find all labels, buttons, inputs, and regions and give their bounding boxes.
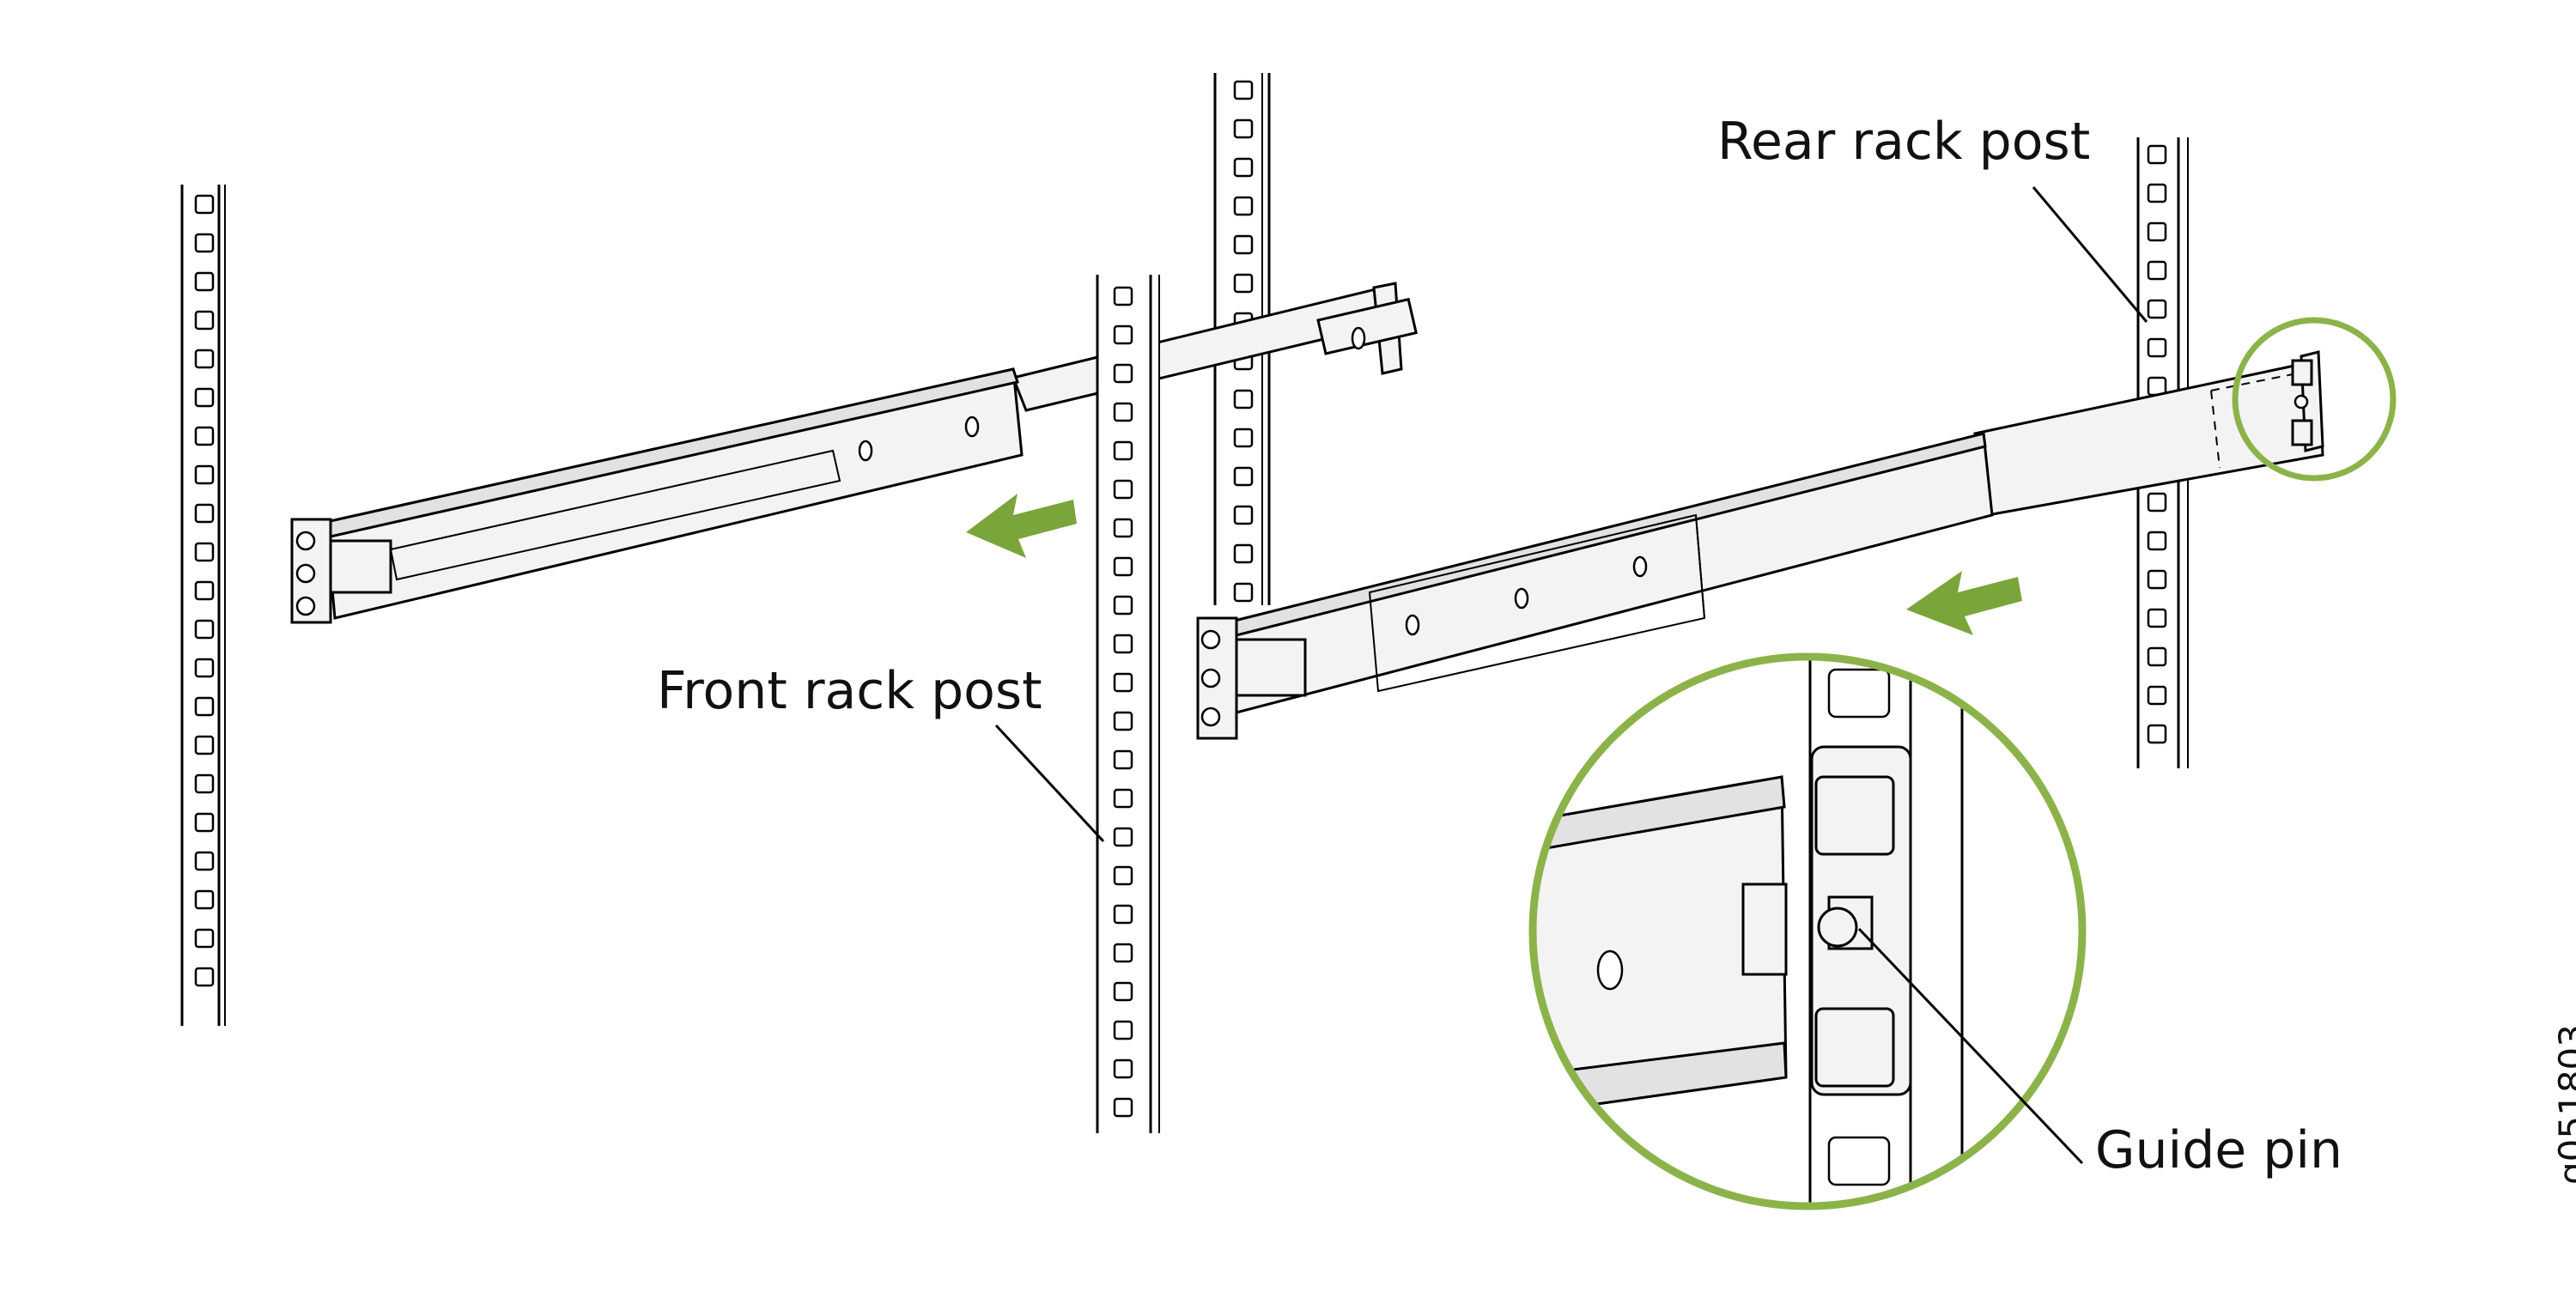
rack-post-hole bbox=[194, 580, 215, 601]
front-rack-post-label: Front rack post bbox=[657, 661, 1042, 721]
rack-post-hole bbox=[2147, 608, 2167, 628]
rack-post-hole bbox=[1113, 518, 1133, 538]
rack-post-hole bbox=[194, 194, 215, 215]
rack-post-hole bbox=[1233, 428, 1254, 448]
rack-post-hole bbox=[194, 889, 215, 910]
rack-post-hole bbox=[194, 233, 215, 253]
guide-pin-detail-view bbox=[1528, 652, 2087, 1210]
rack-post-hole bbox=[1233, 80, 1254, 100]
rack-post-hole bbox=[2147, 646, 2167, 667]
rack-post-hole bbox=[2147, 569, 2167, 590]
rack-post-hole bbox=[1113, 1058, 1133, 1079]
rack-post-hole bbox=[2147, 260, 2167, 281]
rack-post-hole bbox=[194, 426, 215, 446]
rack-post-hole bbox=[1233, 505, 1254, 525]
rack-post-hole bbox=[1113, 556, 1133, 577]
rack-post-hole bbox=[194, 503, 215, 524]
rack-post-hole bbox=[1233, 234, 1254, 255]
rack-post-hole bbox=[1113, 440, 1133, 461]
rack-post-hole bbox=[2147, 492, 2167, 513]
rack-post-hole bbox=[1113, 363, 1133, 384]
rear-rack-post-label: Rear rack post bbox=[1717, 112, 2091, 172]
rack-post-hole bbox=[194, 967, 215, 987]
rack-post-hole bbox=[1233, 582, 1254, 603]
rack-post-hole bbox=[1233, 118, 1254, 139]
rack-post-hole bbox=[1113, 827, 1133, 847]
rack-post-hole bbox=[1113, 672, 1133, 693]
guide-pin-label: Guide pin bbox=[2095, 1120, 2343, 1180]
rack-post-hole bbox=[194, 812, 215, 833]
rack-post-hole bbox=[194, 658, 215, 678]
rack-post-hole bbox=[2147, 724, 2167, 744]
rack-post-hole bbox=[194, 271, 215, 292]
rack-post-hole bbox=[2147, 183, 2167, 203]
rack-post-hole bbox=[2147, 144, 2167, 165]
rack-post-hole bbox=[194, 773, 215, 794]
rack-post-hole bbox=[1113, 865, 1133, 886]
rack-post-hole bbox=[1113, 981, 1133, 1002]
rack-post-hole bbox=[1113, 479, 1133, 500]
rack-post-hole bbox=[194, 349, 215, 369]
rack-post-hole bbox=[194, 542, 215, 562]
rack-post-hole bbox=[1233, 543, 1254, 564]
middle-front-rack-post bbox=[1096, 275, 1160, 1133]
rack-post-hole bbox=[1113, 711, 1133, 731]
rack-post-hole bbox=[194, 387, 215, 408]
rack-post-hole bbox=[194, 928, 215, 949]
rack-post-hole bbox=[2147, 685, 2167, 706]
rack-post-hole bbox=[1113, 634, 1133, 654]
rack-post-hole bbox=[1113, 1097, 1133, 1118]
rack-post-hole bbox=[194, 735, 215, 755]
rack-post-hole bbox=[1113, 904, 1133, 925]
rack-post-hole bbox=[2147, 531, 2167, 551]
slide-direction-arrow-left bbox=[966, 494, 1077, 558]
rack-post-hole bbox=[194, 464, 215, 485]
rack-post-hole bbox=[1113, 325, 1133, 345]
rack-post-hole bbox=[1113, 749, 1133, 770]
left-rail-assembly bbox=[290, 282, 1419, 624]
rack-post-hole bbox=[1233, 466, 1254, 487]
rack-post-hole bbox=[1233, 389, 1254, 409]
figure-id-label: g051803 bbox=[2551, 1024, 2576, 1185]
rack-post-hole bbox=[1233, 273, 1254, 294]
rack-post-hole bbox=[2147, 299, 2167, 319]
leader-line-rear-post bbox=[2032, 186, 2148, 323]
rack-post-hole bbox=[194, 696, 215, 717]
rack-post-hole bbox=[1113, 595, 1133, 616]
rack-post-hole bbox=[1113, 402, 1133, 422]
rack-post-hole bbox=[1113, 286, 1133, 306]
rack-post-hole bbox=[194, 851, 215, 871]
rack-post-hole bbox=[194, 310, 215, 331]
slide-direction-arrow-right bbox=[1906, 571, 2022, 635]
rack-post-hole bbox=[2147, 221, 2167, 242]
rack-post-hole bbox=[1113, 943, 1133, 963]
leader-line-guide-pin bbox=[1857, 927, 2084, 1165]
rack-post-hole bbox=[1113, 788, 1133, 809]
rack-post-hole bbox=[1233, 157, 1254, 178]
rail-end-highlight-circle bbox=[2232, 317, 2397, 482]
leader-line-front-post bbox=[994, 724, 1105, 843]
rack-post-hole bbox=[2147, 337, 2167, 358]
rack-post-hole bbox=[1113, 1020, 1133, 1040]
rack-post-hole bbox=[1233, 196, 1254, 216]
rack-post-hole bbox=[194, 619, 215, 640]
left-front-rack-post bbox=[180, 185, 226, 1026]
